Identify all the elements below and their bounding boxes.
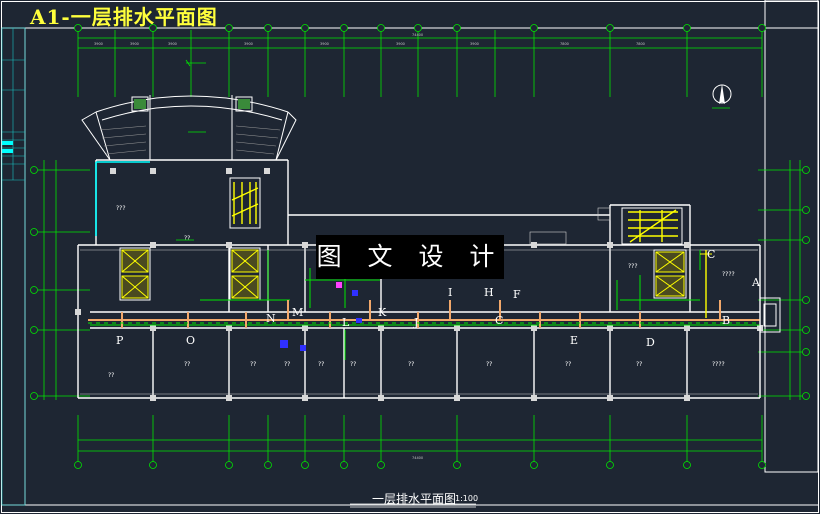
pipe-labels: A B C D E F H I J K L M N O P C: [116, 248, 761, 349]
svg-text:3900: 3900: [94, 42, 103, 46]
floor-drain-icon: [280, 282, 362, 351]
drawing-caption: 一层排水平面图: [372, 492, 457, 506]
page-title: A1-一层排水平面图: [30, 5, 218, 29]
svg-text:B: B: [722, 314, 730, 327]
svg-text:F: F: [513, 288, 521, 301]
svg-text:M: M: [292, 306, 303, 319]
svg-text:3900: 3900: [244, 42, 253, 46]
svg-text:3900: 3900: [320, 42, 329, 46]
svg-text:K: K: [378, 306, 387, 319]
svg-text:A: A: [751, 276, 761, 289]
entrance-right: [759, 297, 781, 333]
svg-text:D: D: [646, 336, 655, 349]
svg-text:??: ??: [318, 361, 324, 368]
title-block-mark: [2, 141, 13, 145]
svg-text:74400: 74400: [412, 33, 423, 37]
svg-text:N: N: [266, 312, 276, 325]
svg-text:C: C: [495, 314, 503, 327]
svg-text:???: ???: [628, 263, 638, 270]
elevator-icon: [119, 247, 151, 301]
title-block: [1, 27, 26, 506]
room-marks: ??? ?? ?? ?? ?? ?? ?? ?? ?? ?? ?? ?? ???…: [108, 205, 735, 379]
svg-text:??: ??: [184, 235, 190, 242]
svg-text:3900: 3900: [130, 42, 139, 46]
annotation-marks: [176, 59, 730, 241]
svg-text:7800: 7800: [560, 42, 569, 46]
svg-text:????: ????: [712, 361, 725, 368]
svg-text:??: ??: [108, 372, 114, 379]
entrance-canopy: [81, 95, 297, 161]
svg-text:J: J: [413, 316, 418, 329]
stair-icon: [229, 177, 261, 229]
svg-text:C: C: [707, 248, 715, 261]
svg-text:3900: 3900: [396, 42, 405, 46]
svg-text:L: L: [342, 316, 350, 329]
stair-icon: [621, 207, 683, 245]
caption-underline: [350, 503, 476, 508]
window-lines: [95, 161, 150, 236]
svg-text:74400: 74400: [412, 456, 423, 460]
svg-text:??: ??: [184, 361, 190, 368]
svg-text:???: ???: [116, 205, 126, 212]
column-block: [238, 99, 250, 109]
svg-text:??: ??: [565, 361, 571, 368]
elevator-icon: [653, 249, 687, 299]
canopy-hatch: [99, 125, 281, 155]
north-arrow-icon: [712, 84, 732, 104]
svg-text:P: P: [116, 334, 124, 347]
svg-text:I: I: [448, 286, 452, 299]
drain-pipe: [88, 300, 760, 328]
drawing-scale: 1:100: [455, 494, 479, 503]
svg-text:O: O: [186, 334, 195, 347]
svg-text:??: ??: [408, 361, 414, 368]
building-walls: [77, 159, 761, 399]
column-block: [134, 99, 146, 109]
svg-text:??: ??: [350, 361, 356, 368]
title-block-mark: [2, 149, 13, 153]
green-partitions: [90, 250, 760, 360]
svg-text:E: E: [570, 334, 578, 347]
dimension-text: 3900 3900 3900 3900 3900 3900 3900 7800 7800 7…: [94, 33, 645, 460]
svg-text:7800: 7800: [636, 42, 645, 46]
svg-text:??: ??: [284, 361, 290, 368]
svg-text:H: H: [484, 286, 494, 299]
title-strip: A1-一层排水平面图: [0, 0, 820, 29]
dimension-lines: [38, 30, 808, 462]
svg-text:3900: 3900: [168, 42, 177, 46]
svg-text:??: ??: [636, 361, 642, 368]
svg-text:3900: 3900: [470, 42, 479, 46]
svg-text:??: ??: [250, 361, 256, 368]
svg-text:??: ??: [486, 361, 492, 368]
watermark: 图 文 设 计: [316, 235, 504, 279]
axis-bubbles: [30, 24, 810, 469]
elevator-icon: [229, 247, 261, 301]
svg-text:????: ????: [722, 271, 735, 278]
